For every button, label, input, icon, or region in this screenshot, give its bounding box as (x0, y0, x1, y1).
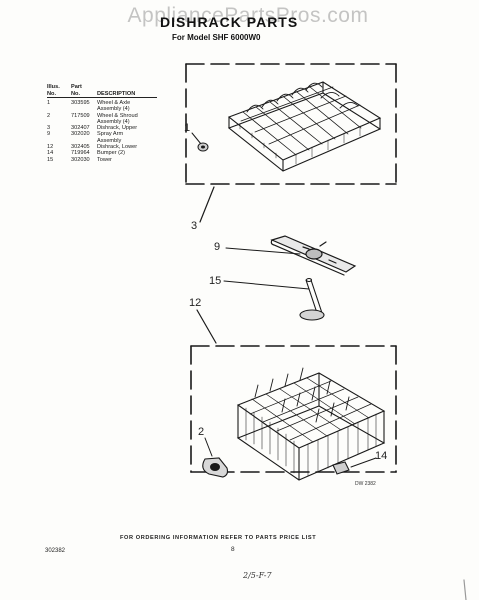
page-number: 8 (231, 546, 235, 553)
table-row: 1 303595 Wheel & Axle Assembly (4) (47, 100, 157, 113)
ordering-info-line: FOR ORDERING INFORMATION REFER TO PARTS … (120, 535, 317, 541)
callout-12: 12 (189, 297, 202, 309)
row-part-no: 717509 (71, 112, 90, 119)
bumper-illustration (332, 457, 377, 475)
row-description: Spray Arm Assembly (97, 131, 157, 144)
row-illus-no: 12 (47, 144, 54, 151)
row-part-no: 302030 (71, 156, 90, 163)
model-line: For Model SHF 6000W0 (172, 33, 261, 42)
callout-14: 14 (375, 450, 388, 462)
row-part-no: 302405 (71, 144, 90, 151)
callout-2: 2 (198, 426, 205, 438)
header-illus-line1: Illus. (47, 84, 60, 91)
handwritten-note: 2/5-F-7 (243, 571, 272, 580)
row-description: Dishrack, Lower (97, 144, 157, 150)
row-illus-no: 15 (47, 156, 54, 163)
table-row: 2 717509 Wheel & Shroud Assembly (4) (47, 113, 157, 126)
row-part-no: 303595 (71, 100, 90, 106)
upper-rack-frame (185, 63, 397, 185)
row-part-no: 302407 (71, 125, 90, 132)
leader-line-9 (225, 247, 301, 255)
table-row: 14 719964 Bumper (2) (47, 150, 157, 156)
row-description-line: Spray Arm (97, 131, 124, 138)
row-illus-no: 9 (47, 131, 51, 138)
leader-line-15 (223, 280, 310, 290)
row-description-line: Assembly (4) (97, 106, 130, 113)
scan-artifact-mark (463, 579, 467, 600)
header-illus-no: Illus. No. (47, 84, 71, 97)
row-part-no: 719964 (71, 150, 90, 157)
table-row: 12 302405 Dishrack, Lower (47, 144, 157, 150)
row-description: Wheel & Axle Assembly (4) (97, 100, 157, 113)
row-description: Dishrack, Upper (97, 125, 157, 131)
row-illus-no: 2 (47, 112, 51, 119)
page-title: DISHRACK PARTS (160, 14, 299, 30)
row-description: Bumper (2) (97, 150, 157, 156)
row-description: Wheel & Shroud Assembly (4) (97, 113, 157, 126)
tower-illustration (299, 277, 325, 321)
leader-line-12 (196, 309, 217, 344)
table-row: 3 302407 Dishrack, Upper (47, 125, 157, 131)
header-description: DESCRIPTION (97, 90, 136, 97)
parts-table-header: Illus. No. Part No. DESCRIPTION (47, 83, 157, 98)
parts-table: Illus. No. Part No. DESCRIPTION 1 303595… (47, 83, 157, 163)
header-part-no: Part No. (71, 84, 97, 97)
wheel-axle-illustration (191, 132, 209, 152)
row-illus-no: 1 (47, 100, 51, 106)
header-part-line2: No. (71, 90, 81, 97)
callout-15: 15 (209, 275, 222, 287)
row-illus-no: 14 (47, 150, 54, 157)
row-description-line: Dishrack, Lower (97, 144, 138, 151)
table-row: 15 302030 Tower (47, 157, 157, 163)
drawing-reference: DW 2382 (355, 481, 376, 487)
row-description: Tower (97, 157, 157, 163)
row-description-line: Assembly (4) (97, 118, 130, 125)
row-description-line: Wheel & Shroud (97, 112, 138, 119)
header-part-line1: Part (71, 84, 82, 91)
spray-arm-illustration (270, 235, 357, 276)
row-description-line: Wheel & Axle (97, 100, 131, 106)
callout-1: 1 (184, 122, 191, 134)
row-description-line: Bumper (2) (97, 150, 125, 157)
header-illus-line2: No. (47, 90, 57, 97)
watermark: AppliancePartsPros.com (127, 4, 369, 27)
wheel-shroud-illustration (202, 437, 229, 478)
row-illus-no: 3 (47, 125, 51, 132)
callout-3: 3 (191, 220, 198, 232)
table-row: 9 302020 Spray Arm Assembly (47, 131, 157, 144)
row-description-line: Dishrack, Upper (97, 125, 138, 132)
document-number: 302382 (45, 548, 66, 554)
row-part-no: 302020 (71, 131, 90, 138)
lower-dishrack-illustration (236, 367, 386, 481)
upper-dishrack-illustration (227, 81, 382, 172)
callout-9: 9 (214, 241, 221, 253)
row-description-line: Assembly (97, 137, 122, 144)
row-description-line: Tower (97, 156, 112, 163)
leader-line-3 (199, 186, 215, 223)
lower-rack-frame (190, 345, 397, 473)
